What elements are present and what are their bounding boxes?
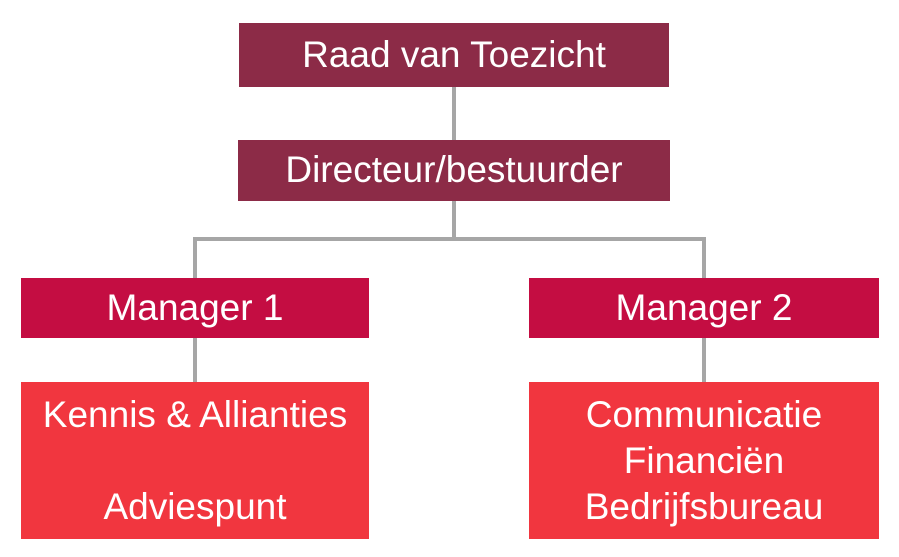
node-directeur-bestuurder-label: Directeur/bestuurder: [285, 149, 623, 191]
dept1-line-adviespunt: Adviespunt: [103, 485, 287, 527]
connector-split-horizontal: [193, 237, 706, 241]
node-manager-1-label: Manager 1: [106, 286, 284, 328]
node-manager-2: Manager 2: [529, 278, 879, 338]
node-directeur-bestuurder: Directeur/bestuurder: [238, 140, 670, 201]
connector-drop-to-manager1: [193, 239, 197, 278]
node-raad-van-toezicht: Raad van Toezicht: [239, 23, 669, 87]
connector-drop-to-manager2: [702, 239, 706, 278]
dept2-line-bedrijfsbureau: Bedrijfsbureau: [584, 485, 824, 527]
dept2-line-financien: Financiën: [623, 439, 785, 481]
node-dept-communicatie-financien-bedrijfsbureau: Communicatie Financiën Bedrijfsbureau: [529, 382, 879, 539]
node-dept-kennis-adviespunt: Kennis & Allianties Adviespunt: [21, 382, 369, 539]
connector-director-stub: [452, 201, 456, 239]
node-raad-van-toezicht-label: Raad van Toezicht: [302, 33, 606, 75]
dept2-line-communicatie: Communicatie: [585, 393, 823, 435]
connector-board-to-director: [452, 87, 456, 140]
node-manager-1: Manager 1: [21, 278, 369, 338]
connector-manager1-to-dept1: [193, 338, 197, 382]
connector-manager2-to-dept2: [702, 338, 706, 382]
node-manager-2-label: Manager 2: [615, 286, 793, 328]
dept1-line-kennis-allianties: Kennis & Allianties: [42, 393, 348, 435]
